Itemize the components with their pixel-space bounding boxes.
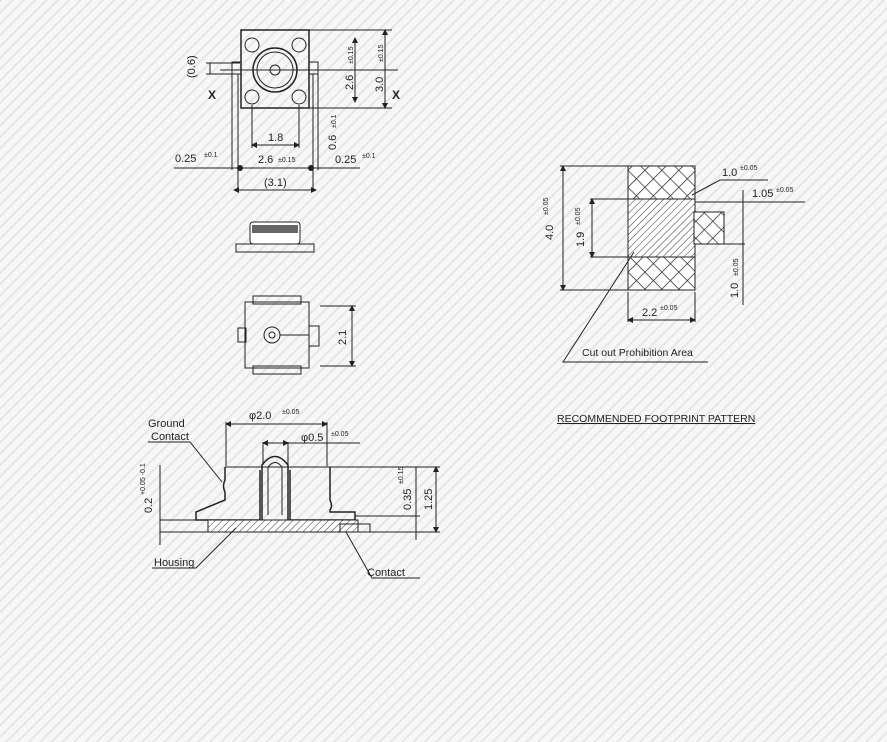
dim-1.0-top: 1.0 <box>722 167 737 179</box>
footprint-title: RECOMMENDED FOOTPRINT PATTERN <box>557 413 755 425</box>
label-contact: Contact <box>367 567 405 579</box>
tol-2.6-horizontal: ±0.15 <box>278 157 296 164</box>
dim-0.35: 0.35 <box>402 489 414 510</box>
dim-2.1: 2.1 <box>337 330 349 345</box>
tol-0.5: ±0.05 <box>331 431 349 438</box>
dia-0.5: φ0.5 <box>301 432 323 444</box>
tol-0.35: ±0.15 <box>398 466 405 484</box>
section-mark-x-left: X <box>208 88 216 102</box>
section-view: Ground Contact φ2.0 ±0.05 φ0.5 ±0.05 0.2… <box>140 409 440 579</box>
side-view <box>235 221 315 253</box>
label-ground: Ground <box>148 418 185 430</box>
label-housing: Housing <box>154 557 194 569</box>
dim-0.2: 0.2 <box>143 498 155 513</box>
tol-4.0: ±0.05 <box>543 197 550 215</box>
dim-4.0: 4.0 <box>544 225 556 240</box>
dim-0.6-paren: (0.6) <box>186 55 198 78</box>
cutout-label: Cut out Prohibition Area <box>582 347 693 359</box>
tol-0.25-right: ±0.1 <box>362 153 376 160</box>
tol-2.6-vertical: ±0.15 <box>348 46 355 64</box>
dim-1.05: 1.05 <box>752 188 773 200</box>
tol-1.9: ±0.05 <box>575 207 582 225</box>
bottom-view: 2.1 <box>237 295 356 375</box>
tol-2.2: ±0.05 <box>660 305 678 312</box>
footprint-pattern: 4.0 ±0.05 1.9 ±0.05 1.0 ±0.05 1.05 ±0.05… <box>543 165 805 425</box>
tol-0.25-left: ±0.1 <box>204 152 218 159</box>
tol-0.6-vertical: ±0.1 <box>331 114 338 128</box>
label-contact-ground: Contact <box>151 431 189 443</box>
dia-2.0: φ2.0 <box>249 410 271 422</box>
tol-3.0: ±0.15 <box>378 44 385 62</box>
tol-1.05: ±0.05 <box>776 187 794 194</box>
dim-2.6-vertical: 2.6 <box>344 75 356 90</box>
dim-1.0-side: 1.0 <box>729 283 741 298</box>
dim-0.25-left: 0.25 <box>175 153 196 165</box>
tol-0.2: +0.05 -0.1 <box>140 463 147 495</box>
dim-1.8: 1.8 <box>268 132 283 144</box>
tol-1.0-side: ±0.05 <box>733 258 740 276</box>
dim-1.25: 1.25 <box>423 489 435 510</box>
top-view: (0.6) 2.6 ±0.15 3.0 ±0.15 X X 1.8 0.6 ±0… <box>174 29 400 193</box>
dim-1.9: 1.9 <box>575 232 587 247</box>
dim-2.6-horizontal: 2.6 <box>258 154 273 166</box>
dim-0.6-vertical: 0.6 <box>327 135 339 150</box>
section-mark-x-right: X <box>392 88 400 102</box>
tol-1.0-top: ±0.05 <box>740 165 758 172</box>
dim-2.2: 2.2 <box>642 307 657 319</box>
tol-2.0: ±0.05 <box>282 409 300 416</box>
dim-3.1: (3.1) <box>264 177 287 189</box>
dim-3.0: 3.0 <box>374 77 386 92</box>
dim-0.25-right: 0.25 <box>335 154 356 166</box>
